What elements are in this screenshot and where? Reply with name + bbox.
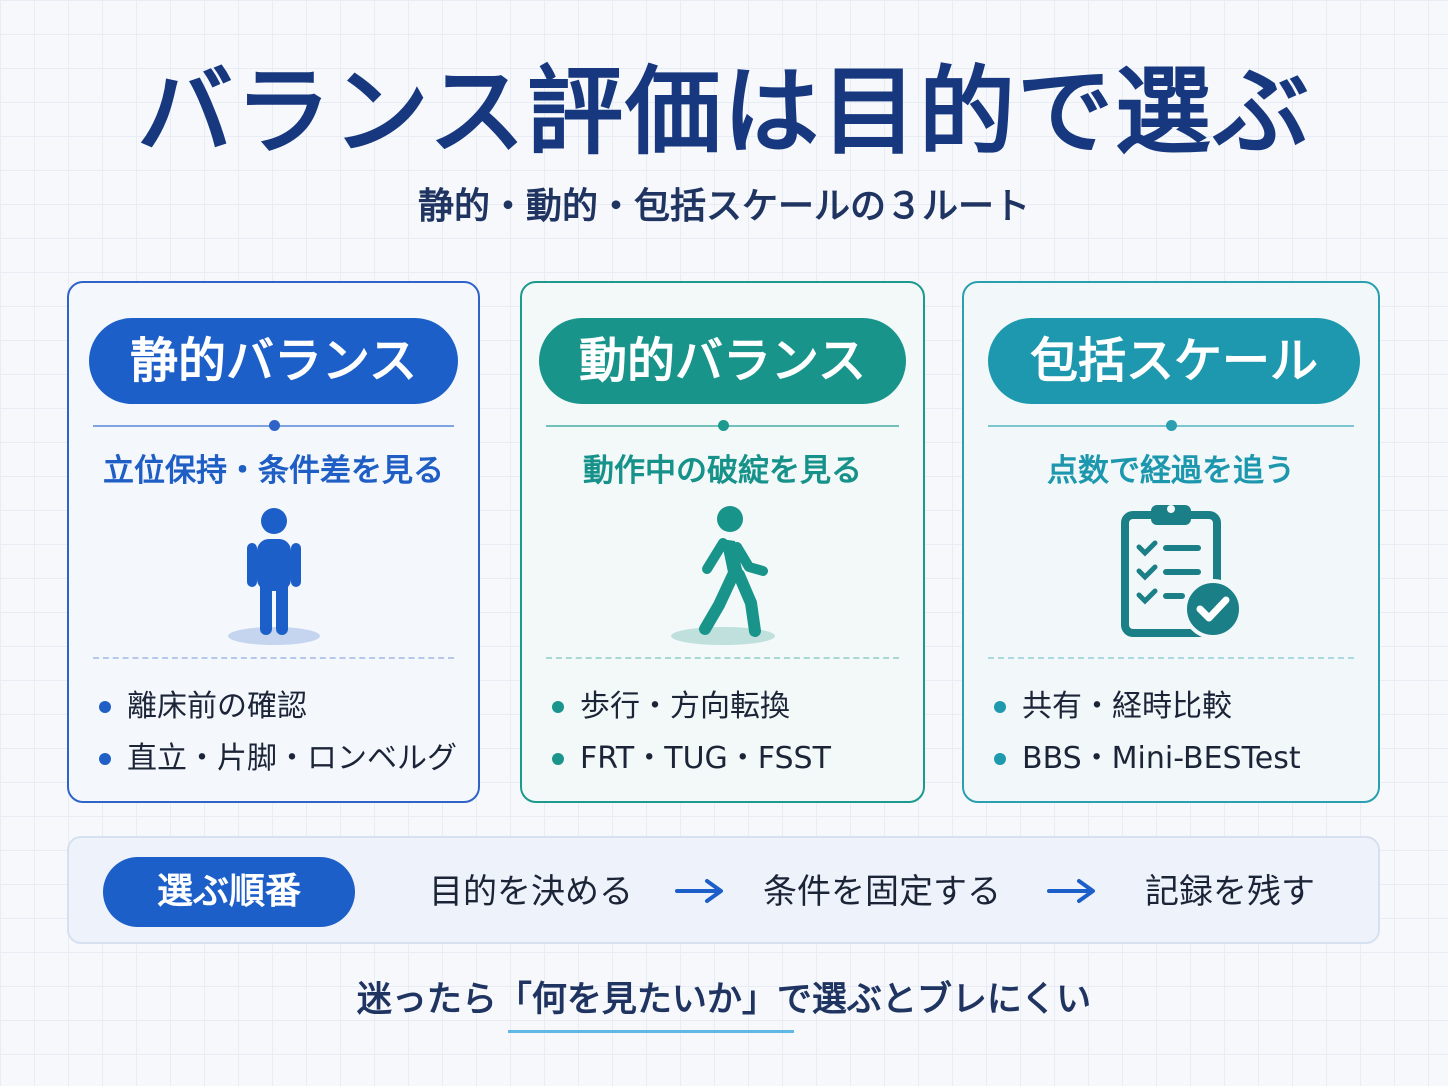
- card-divider: [546, 420, 899, 431]
- card-static-balance: 静的バランス 立位保持・条件差を見る 離床前の確認 直立・片脚・ロンベルグ: [67, 281, 480, 803]
- order-label-pill: 選ぶ順番: [103, 857, 355, 927]
- arrow-right-icon: [675, 879, 723, 903]
- arrow-right-icon: [1047, 879, 1095, 903]
- list-item: 共有・経時比較: [994, 681, 1368, 733]
- card-title-pill: 静的バランス: [89, 318, 458, 404]
- page-subtitle: 静的・動的・包括スケールの３ルート: [417, 186, 1030, 227]
- card-title-pill: 動的バランス: [539, 318, 906, 404]
- list-item: BBS・Mini-BESTest: [994, 733, 1368, 785]
- card-bullet-list: 共有・経時比較 BBS・Mini-BESTest: [994, 681, 1368, 785]
- selection-order-bar: 選ぶ順番 目的を決める 条件を固定する 記録を残す: [67, 836, 1380, 944]
- footer-tip: 迷ったら「何を見たいか」で選ぶとブレにくい: [356, 980, 1092, 1020]
- list-item: 歩行・方向転換: [552, 681, 913, 733]
- card-dynamic-balance: 動的バランス 動作中の破綻を見る 歩行・方向転換 FRT・TUG・FSST: [520, 281, 925, 803]
- list-item: 直立・片脚・ロンベルグ: [99, 733, 468, 785]
- card-divider: [93, 420, 454, 431]
- card-comprehensive-scale: 包括スケール 点数で経過を追う 共有・経時比較 BBS・Mini-BESTest: [962, 281, 1380, 803]
- card-separator: [988, 657, 1354, 659]
- card-tagline: 立位保持・条件差を見る: [103, 453, 444, 489]
- card-title-pill: 包括スケール: [988, 318, 1360, 404]
- page-title: バランス評価は目的で選ぶ: [136, 56, 1312, 168]
- card-separator: [93, 657, 454, 659]
- card-divider: [988, 420, 1354, 431]
- order-step-2: 条件を固定する: [763, 872, 1001, 912]
- clipboard-check-icon: [1121, 505, 1243, 639]
- card-tagline: 動作中の破綻を見る: [583, 453, 862, 489]
- card-separator: [546, 657, 899, 659]
- order-step-3: 記録を残す: [1145, 872, 1315, 912]
- standing-person-icon: [227, 508, 320, 645]
- order-step-1: 目的を決める: [429, 872, 633, 912]
- list-item: FRT・TUG・FSST: [552, 733, 913, 785]
- card-bullet-list: 離床前の確認 直立・片脚・ロンベルグ: [99, 681, 468, 785]
- card-tagline: 点数で経過を追う: [1047, 453, 1295, 489]
- list-item: 離床前の確認: [99, 681, 468, 733]
- footer-highlight-underline: [508, 1030, 794, 1033]
- walking-person-icon: [670, 506, 775, 645]
- card-bullet-list: 歩行・方向転換 FRT・TUG・FSST: [552, 681, 913, 785]
